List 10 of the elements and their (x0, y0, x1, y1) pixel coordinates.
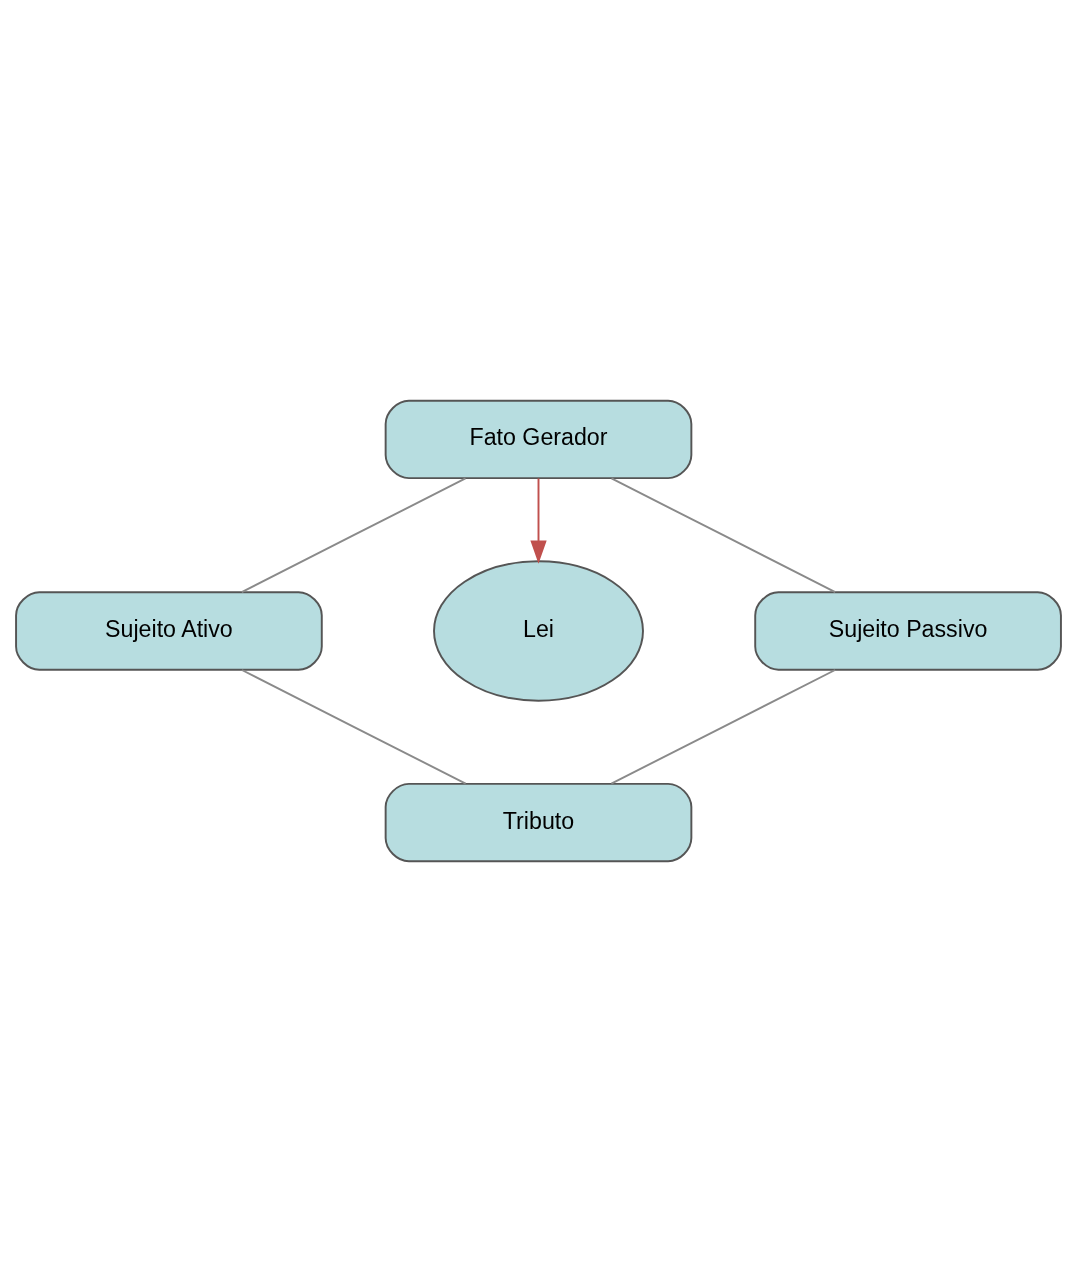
connector (610, 477, 837, 593)
node-ellipse: Lei (433, 559, 644, 702)
connector (610, 668, 836, 785)
node-box: Fato Gerador (384, 399, 693, 479)
node-box: Tributo (384, 782, 693, 862)
connector (240, 477, 467, 593)
node-box: Sujeito Ativo (15, 590, 323, 671)
arrow (530, 477, 547, 564)
connector (241, 668, 467, 785)
node-box: Sujeito Passivo (754, 590, 1062, 671)
